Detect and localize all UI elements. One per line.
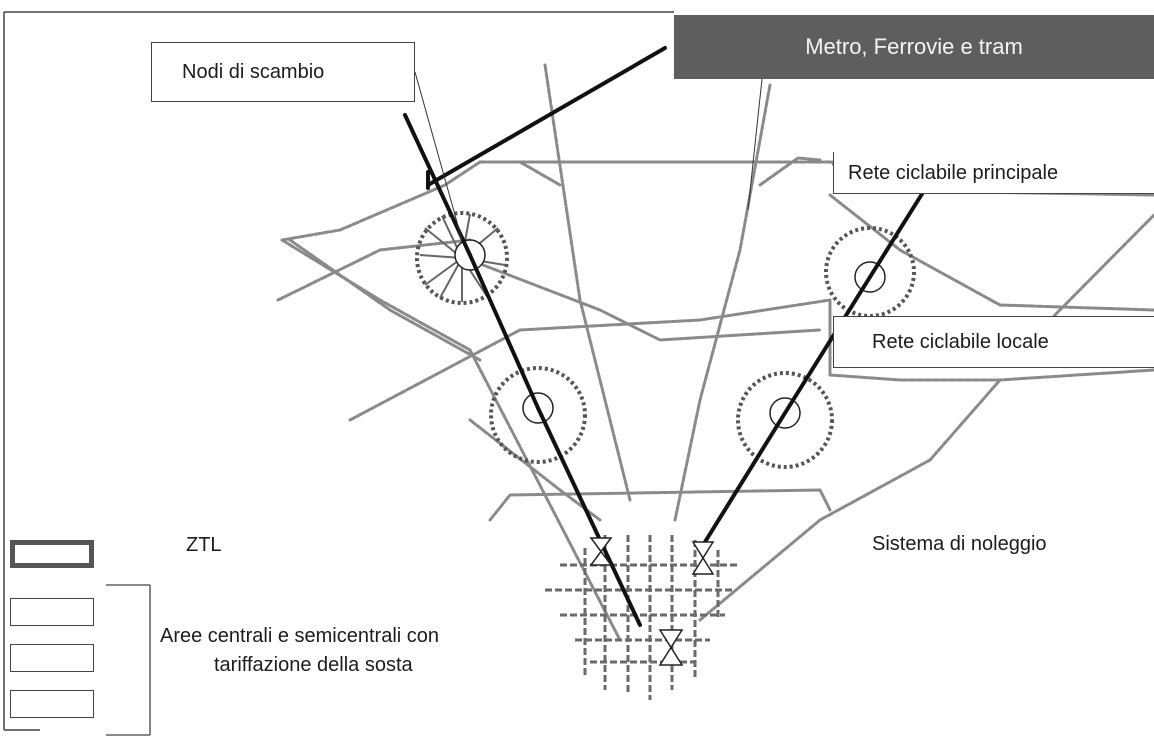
- hourglass-icon: [658, 629, 684, 666]
- bike-main-network: [403, 46, 934, 627]
- frame: [3, 11, 674, 731]
- ztl-label: ZTL: [186, 534, 222, 556]
- rete-principale-label: Rete ciclabile principale: [848, 162, 1059, 184]
- sistema-noleggio-label: Sistema di noleggio: [872, 533, 1047, 555]
- central-grid: [545, 535, 740, 700]
- label-pointers: [414, 71, 763, 241]
- tariff-swatch-2: [10, 644, 94, 672]
- tariff-swatch-1: [10, 598, 94, 626]
- rental-stations: [589, 537, 715, 666]
- nodi-scambio-box: Nodi di scambio: [151, 42, 415, 102]
- node-ring-4: [736, 371, 834, 469]
- nodi-scambio-label: Nodi di scambio: [182, 60, 325, 83]
- rete-locale-label: Rete ciclabile locale: [872, 330, 1049, 353]
- tariff-swatch-3: [10, 690, 94, 718]
- hourglass-icon: [691, 541, 715, 575]
- aree-label-line2: tariffazione della sosta: [214, 654, 413, 676]
- hourglass-icon: [589, 537, 613, 566]
- node-ring-3: [489, 366, 587, 464]
- rete-principale-box: Rete ciclabile principale: [833, 152, 1154, 194]
- legend-bracket: [106, 584, 151, 736]
- node-ring-1: [415, 211, 509, 305]
- node-ring-2: [824, 226, 916, 318]
- rail-network: [276, 63, 1154, 642]
- ztl-swatch: [10, 540, 94, 568]
- rete-locale-box: Rete ciclabile locale: [833, 316, 1154, 368]
- exchange-nodes: [415, 211, 916, 469]
- aree-label-line1: Aree centrali e semicentrali con: [160, 625, 440, 647]
- metro-banner: Metro, Ferrovie e tram: [674, 15, 1154, 79]
- metro-label: Metro, Ferrovie e tram: [805, 34, 1023, 59]
